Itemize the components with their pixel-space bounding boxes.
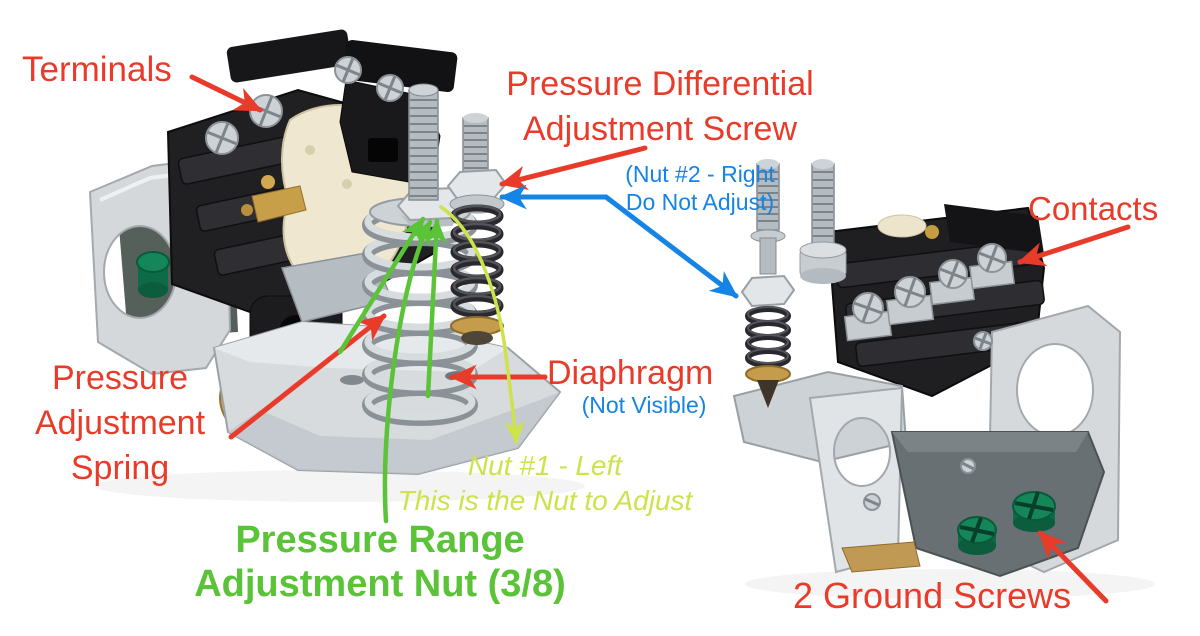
label-pressure-range-adjustment-nut-line2: Adjustment Nut (3/8)	[194, 563, 566, 605]
label-nut1-note-line1: Nut #1 - Left	[467, 450, 623, 481]
label-nut1-note-line2: This is the Nut to Adjust	[397, 485, 693, 516]
label-pressure-adjustment-spring: Pressure Adjustment Spring	[0, 356, 240, 491]
pressure-switch-right-photo	[732, 159, 1155, 599]
label-pressure-differential-line2: Adjustment Screw	[523, 110, 797, 148]
label-diaphragm-note: (Not Visible)	[581, 392, 707, 418]
arrow-adjustment-spring	[228, 313, 387, 440]
label-nut2-note: (Nut #2 - Right Do Not Adjust)	[560, 160, 840, 216]
label-pressure-adjustment-spring-line1: Pressure	[51, 359, 189, 397]
arrow-terminals	[189, 74, 263, 113]
arrow-ground-screws	[1037, 530, 1109, 604]
arrow-contacts	[1017, 224, 1131, 267]
label-nut2-note-line1: (Nut #2 - Right	[625, 161, 775, 187]
ground-screw-right-illustration	[1012, 491, 1056, 532]
label-pressure-adjustment-spring-line2: Adjustment	[34, 404, 206, 442]
label-pressure-range-adjustment-nut: Pressure Range Adjustment Nut (3/8)	[175, 518, 585, 606]
label-diaphragm: Diaphragm	[547, 354, 714, 392]
arrow-range-nut-fan-right	[424, 218, 447, 399]
label-pressure-differential-line1: Pressure Differential	[506, 65, 814, 103]
label-pressure-differential-adjustment-screw: Pressure Differential Adjustment Screw	[440, 62, 880, 152]
arrow-nut1-note	[439, 205, 526, 445]
pressure-switch-left-photo	[88, 29, 585, 502]
label-pressure-range-adjustment-nut-line1: Pressure Range	[235, 519, 525, 561]
arrow-nut2-right-unit	[603, 194, 739, 299]
label-ground-screws: 2 Ground Screws	[793, 575, 1072, 616]
arrow-range-nut-main	[382, 219, 433, 524]
label-terminals: Terminals	[22, 50, 172, 89]
label-contacts: Contacts	[1028, 190, 1159, 227]
ground-screw-left-illustration	[957, 516, 997, 555]
label-nut2-note-line2: Do Not Adjust)	[625, 189, 775, 215]
label-nut1-note: Nut #1 - Left This is the Nut to Adjust	[380, 448, 710, 518]
label-pressure-adjustment-spring-line3: Spring	[70, 449, 170, 487]
arrow-differential-screw	[499, 145, 648, 190]
arrow-range-nut-fan-left	[337, 216, 426, 355]
